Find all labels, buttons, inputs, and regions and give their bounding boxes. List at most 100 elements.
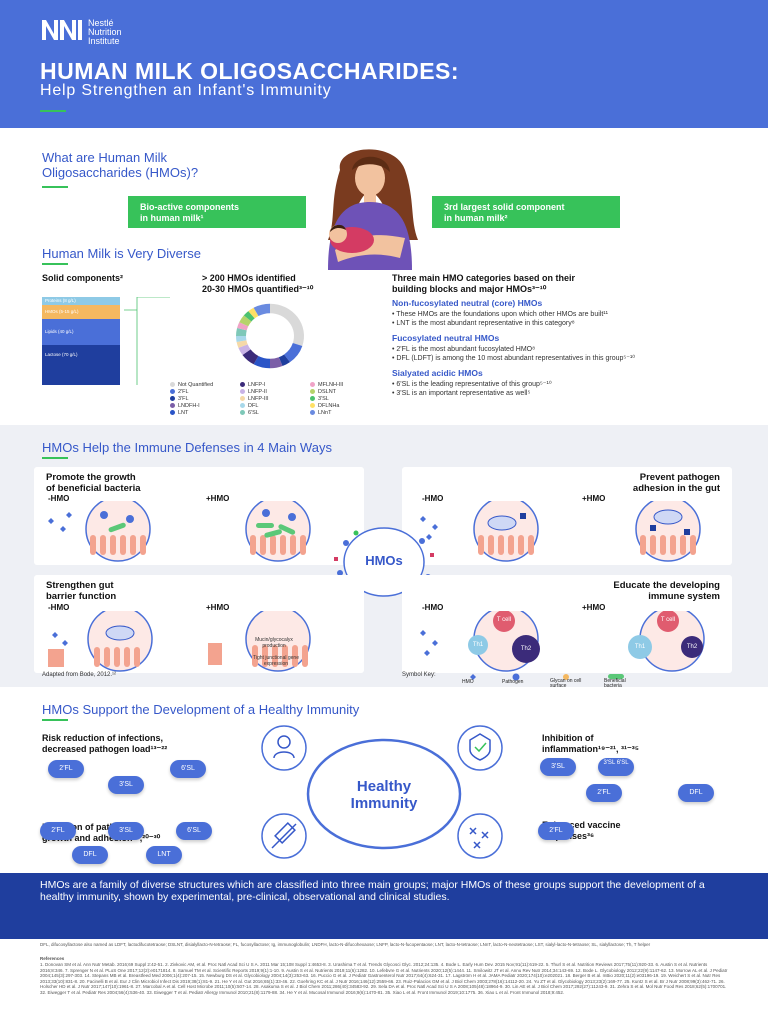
card2-plus-hmo: +HMO bbox=[582, 494, 606, 503]
lactose-segment: Lactose (70 g/L) bbox=[42, 345, 120, 385]
card1-plus-hmo: +HMO bbox=[206, 494, 230, 503]
mother-baby-illustration bbox=[328, 149, 418, 270]
legend-item: 3'FL bbox=[170, 396, 189, 403]
donut-slice-mflnh-iii bbox=[237, 322, 249, 331]
card-strengthen-barrier-title: Strengthen gut barrier function bbox=[46, 580, 116, 602]
pill-6sl: 6'SL bbox=[170, 760, 206, 778]
tight-junction-label: Tight junctional gene expression bbox=[253, 655, 299, 667]
donut-slice-lnfp-ii bbox=[238, 344, 251, 355]
legend-swatch bbox=[240, 382, 245, 388]
legend-swatch bbox=[240, 396, 245, 402]
lipids-segment: Lipids (40 g/L) bbox=[42, 319, 120, 345]
card-educate-immune: Educate the developing immune system -HM… bbox=[402, 575, 732, 673]
donut-slice-dflnha bbox=[248, 307, 259, 319]
legend-item: Not Quantified bbox=[170, 382, 213, 389]
healthy-heading: HMOs Support the Development of a Health… bbox=[42, 702, 360, 717]
legend-label: DFL bbox=[248, 403, 259, 409]
categories-title: Three main HMO categories based on their… bbox=[392, 273, 575, 295]
category-3-bullet-1: • 6'SL is the leading representative of … bbox=[392, 381, 552, 388]
healthy-label-line-2: Immunity bbox=[350, 795, 418, 812]
pill-lnt-adhesion: LNT bbox=[146, 846, 182, 864]
legend-label: DFLNHa bbox=[318, 403, 340, 409]
legend-item: DFLNHa bbox=[310, 403, 339, 410]
hmo-count-line-1: > 200 HMOs identified bbox=[202, 273, 296, 283]
page-subtitle: Help Strengthen an Infant's Immunity bbox=[40, 82, 332, 99]
immune-underline bbox=[42, 457, 68, 459]
donut-slice-dslnt bbox=[239, 315, 252, 327]
diverse-underline bbox=[42, 263, 68, 265]
card-educate-immune-title: Educate the developing immune system bbox=[613, 580, 720, 602]
card4-plus-hmo: +HMO bbox=[582, 603, 606, 612]
legend-item: LNT bbox=[170, 410, 188, 417]
symbol-key-label: Symbol Key: bbox=[402, 672, 436, 678]
legend-label: DSLNT bbox=[318, 389, 337, 395]
card-promote-growth: Promote the growth of beneficial bacteri… bbox=[34, 467, 364, 565]
legend-label: Not Quantified bbox=[178, 382, 214, 388]
healthy-underline bbox=[42, 719, 68, 721]
category-2-title: Fucosylated neutral HMOs bbox=[392, 333, 500, 343]
legend-item: LNFP-I bbox=[240, 382, 265, 389]
card-prevent-adhesion: Prevent pathogen adhesion in the gut -HM… bbox=[402, 467, 732, 565]
legend-item: LNDFH-I bbox=[170, 403, 200, 410]
intro-heading-line-2: Oligosaccharides (HMOs)? bbox=[42, 165, 199, 180]
categories-title-line-2: building blocks and major HMOs³⁻¹⁰ bbox=[392, 284, 547, 294]
legend-label: MFLNH-III bbox=[318, 382, 344, 388]
card3-title-line-1: Strengthen gut bbox=[46, 580, 114, 591]
hmos-center-label: HMOs bbox=[365, 553, 403, 568]
legend-label: 2'FL bbox=[178, 389, 189, 395]
donut-slice-lnfp-iii bbox=[236, 340, 248, 348]
legend-item: 2'FL bbox=[170, 389, 189, 396]
key-glycan: Glycan on cell surface bbox=[550, 678, 582, 689]
card2-minus-hmo: -HMO bbox=[422, 494, 444, 503]
donut-slice-3-sl bbox=[243, 311, 255, 322]
pill-dfl-adhesion: DFL bbox=[72, 846, 108, 864]
abbreviations: DFL, difucosyllactose also named as LDFT… bbox=[40, 942, 651, 947]
category-1-bullet-1-text: These HMOs are the foundations upon whic… bbox=[396, 311, 608, 318]
pill-2fl: 2'FL bbox=[48, 760, 84, 778]
legend-label: LNFP-II bbox=[248, 389, 267, 395]
third-largest-line-1: 3rd largest solid component bbox=[444, 202, 565, 212]
category-1-title: Non-fucosylated neutral (core) HMOs bbox=[392, 298, 543, 308]
solid-components-title: Solid components² bbox=[42, 273, 123, 283]
pill-2fl-vaccine: 2'FL bbox=[538, 822, 574, 840]
benefit-infections-line-2: decreased pathogen load¹³⁻²² bbox=[42, 744, 168, 754]
legend-swatch bbox=[170, 389, 175, 395]
third-largest-line-2: in human milk² bbox=[444, 213, 508, 223]
legend-swatch bbox=[310, 410, 315, 416]
legend-swatch bbox=[310, 389, 315, 395]
legend-label: 6'SL bbox=[248, 410, 259, 416]
references-list: 1. Donovan SM et al. Ann Nutr Metab. 201… bbox=[40, 962, 728, 995]
category-3-bullet-2: • 3'SL is an important representative as… bbox=[392, 390, 531, 397]
legend-swatch bbox=[240, 410, 245, 416]
card2-title-line-1: Prevent pathogen bbox=[639, 472, 720, 483]
card4-th1-right: Th1 bbox=[634, 644, 646, 650]
card4-th1-left: Th1 bbox=[472, 642, 484, 648]
pill-dfl-inflam: DFL bbox=[678, 784, 714, 802]
legend-item: LNFP-II bbox=[240, 389, 267, 396]
card2-title-line-2: adhesion in the gut bbox=[632, 483, 720, 494]
hmos-segment: HMOs (5-15 g/L) bbox=[42, 305, 120, 319]
benefit-pathogen-growth: Inhibition of pathogen growth and adhesi… bbox=[42, 822, 160, 844]
donut-slice-lnfp-i bbox=[242, 349, 259, 365]
card4-th2-right: Th2 bbox=[686, 644, 698, 650]
page-header: Nestlé Nutrition Institute HUMAN MILK OL… bbox=[0, 0, 768, 128]
pill-3sl-adhesion: 3'SL bbox=[108, 822, 144, 840]
category-1-bullet-1: • These HMOs are the foundations upon wh… bbox=[392, 311, 608, 318]
key-bacteria: Beneficial bacteria bbox=[604, 678, 626, 689]
logo-line-3: Institute bbox=[88, 36, 120, 46]
hmo-count-line-2: 20-30 HMOs quantified³⁻¹⁰ bbox=[202, 284, 314, 294]
legend-swatch bbox=[310, 403, 315, 409]
bio-active-line-2: in human milk¹ bbox=[140, 213, 204, 223]
legend-swatch bbox=[240, 403, 245, 409]
bio-active-line-1: Bio-active components bbox=[140, 202, 240, 212]
donut-slice-lnt bbox=[253, 355, 270, 369]
card3-title-line-2: barrier function bbox=[46, 591, 117, 602]
benefit-inflammation-line-1: Inhibition of bbox=[542, 733, 594, 743]
category-3-bullet-2-text: 3'SL is an important representative as w… bbox=[396, 390, 531, 397]
legend-swatch bbox=[170, 403, 175, 409]
card3-gut-illustration bbox=[48, 611, 311, 672]
pill-2fl-adhesion-visible: 2'FL bbox=[40, 822, 76, 840]
title-underline bbox=[40, 110, 66, 112]
category-3-bullet-1-text: 6'SL is the leading representative of th… bbox=[396, 381, 552, 388]
card1-title-line-2: of beneficial bacteria bbox=[46, 483, 141, 494]
